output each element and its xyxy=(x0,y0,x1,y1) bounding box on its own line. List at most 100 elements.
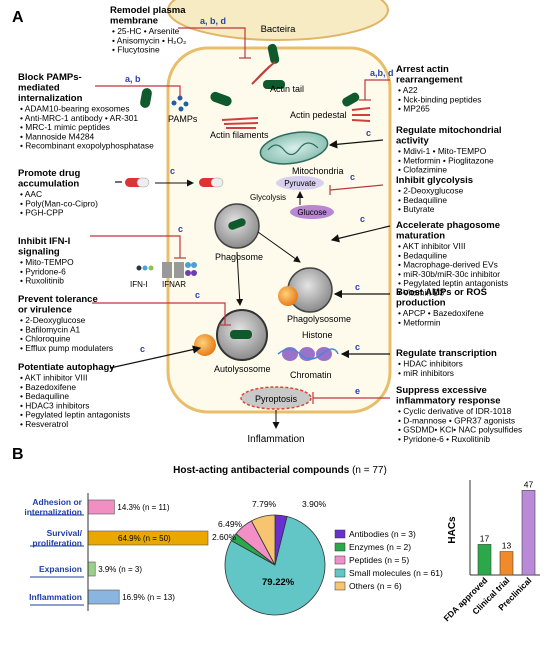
group-phago-item: • Vitamin D3 xyxy=(398,288,444,298)
histone-label: Histone xyxy=(302,330,333,340)
group-autophagy-item: • Bazedoxifene xyxy=(20,382,76,392)
bar-value-label: 47 xyxy=(524,479,534,489)
legend-label: Antibodies (n = 3) xyxy=(349,529,416,539)
ifnar-receptor-icon xyxy=(136,262,197,278)
group-ifn-title-line: signaling xyxy=(18,247,60,258)
group-mito-title-line: activity xyxy=(396,136,429,147)
group-amps-item: • APCP • Bazedoxifene xyxy=(398,308,484,318)
group-remodel-item: • Anisomycin • H₂O₂ xyxy=(112,35,186,45)
drug-capsule-icon xyxy=(125,177,224,188)
phago-code: c xyxy=(360,214,365,224)
group-ifn-item: • Ruxolitinib xyxy=(20,276,64,286)
group-tolerance-title-line: Prevent tolerance xyxy=(18,294,98,305)
pyruvate-shape xyxy=(276,176,324,190)
pie-percent-label: 3.90% xyxy=(302,499,327,509)
pie-percent-label: 2.60% xyxy=(212,532,237,542)
actin-filaments-shape xyxy=(221,117,259,129)
bar-category-label: internalization xyxy=(24,507,82,517)
group-actin-item: • A22 xyxy=(398,85,418,95)
bar xyxy=(87,499,115,515)
group-autophagy-item: • Bedaquiline xyxy=(20,391,69,401)
glyco-code: c xyxy=(350,172,355,182)
group-pamps-item: • ADAM10-bearing exosomes xyxy=(20,104,130,114)
bar-value-label: 3.9% (n = 3) xyxy=(98,565,142,574)
bar-category-label: proliferation xyxy=(32,538,82,548)
phagosome-label: Phagosome xyxy=(215,252,263,262)
group-transcription-item: • miR inhibitors xyxy=(398,368,454,378)
bacterium-icons xyxy=(140,43,360,108)
group-glyco: Inhibit glycolysis• 2-Deoxyglucose• Beda… xyxy=(396,175,473,214)
chromatin-icon xyxy=(277,347,339,361)
drug-code: c xyxy=(170,166,175,176)
remodel-code: a, b, d xyxy=(200,16,226,26)
group-amps-title-line: Boost AMPs or ROS xyxy=(396,287,487,298)
group-inflam-item: • D-mannose • GPR37 agonists xyxy=(398,415,515,425)
group-tolerance-title-line: or virulence xyxy=(18,305,72,316)
group-phago-item: • Pegylated leptin antagonists xyxy=(398,278,508,288)
bar xyxy=(87,561,96,577)
group-phago-title-line: Accelerate phagosome xyxy=(396,220,500,231)
group-amps-item: • Metformin xyxy=(398,317,441,327)
group-drug-title-line: Promote drug xyxy=(18,168,80,179)
bar xyxy=(87,589,120,605)
group-ifn-item: • Pyridone-6 xyxy=(20,266,66,276)
actin-tail-label: Actin tail xyxy=(270,84,304,94)
legend-swatch xyxy=(334,555,346,565)
group-tolerance-item: • 2-Deoxyglucose xyxy=(20,315,86,325)
group-inflam-item: • Songorine • Sulfonylurea xyxy=(398,443,496,445)
chromatin-label: Chromatin xyxy=(290,370,332,380)
group-phago-title-line: maturation xyxy=(396,231,445,242)
group-glyco-item: • Bedaquiline xyxy=(398,195,447,205)
mito-code: c xyxy=(366,128,371,138)
pamp-dots xyxy=(171,95,189,112)
panel-a: A Bacteira PAMPs Actin tail Actin filame… xyxy=(12,0,522,445)
group-phago-item: • miR-30b/miR-30c inhibitor xyxy=(398,269,500,279)
group-pamps-item: • Recombinant exopolyphosphatase xyxy=(20,141,154,151)
group-inflam-title-line: inflammatory response xyxy=(396,396,501,407)
pie-percent-label: 79.22% xyxy=(262,577,295,588)
group-mito-item: • Clofazimine xyxy=(398,165,447,175)
group-drug-item: • PGH-CPP xyxy=(20,208,64,218)
group-amps-title-line: production xyxy=(396,298,446,309)
group-remodel-title-line: membrane xyxy=(110,16,158,27)
ifn-code: c xyxy=(178,224,183,234)
group-tolerance-item: • Chloroquine xyxy=(20,334,71,344)
panel-b-letter: B xyxy=(12,446,24,463)
actin-pedestal-label: Actin pedestal xyxy=(290,110,347,120)
group-phago-item: • AKT inhibitor VIII xyxy=(398,241,465,251)
group-autophagy-item: • Resveratrol xyxy=(20,419,68,429)
group-pamps-item: • Mannoside M4284 xyxy=(20,131,95,141)
group-phago-item: • Bedaquiline xyxy=(398,250,447,260)
bar xyxy=(499,551,514,576)
legend-label: Small molecules (n = 61) xyxy=(349,568,443,578)
group-pamps-item: • Anti-MRC-1 antibody • AR-301 xyxy=(20,113,138,123)
group-transcription-title-line: Regulate transcription xyxy=(396,348,497,359)
actin-code: a,b, d xyxy=(370,68,394,78)
glucose-shape xyxy=(290,205,334,219)
tolerance-code: c xyxy=(195,290,200,300)
group-mito-title-line: Regulate mitochondrial xyxy=(396,125,502,136)
bar-category-label: Adhesion or xyxy=(32,497,82,507)
bacterium-shape xyxy=(167,0,389,41)
connector-lines xyxy=(90,27,391,404)
ifnar-label: IFNAR xyxy=(162,280,186,289)
group-drug-item: • Poly(Man-co-Cipro) xyxy=(20,198,98,208)
group-mito-item: • Metformin • Pioglitazone xyxy=(398,155,494,165)
group-remodel-item: • 25-HC • Arsenite xyxy=(112,26,180,36)
bar-value-label: 64.9% (n = 50) xyxy=(118,534,171,543)
group-remodel-title-line: Remodel plasma xyxy=(110,5,186,16)
glucose-label: Glucose xyxy=(297,208,327,217)
group-phago-item: • Macrophage-derived EVs xyxy=(398,260,498,270)
actin-filaments-label: Actin filaments xyxy=(210,130,269,140)
group-transcription: Regulate transcription• HDAC inhibitors•… xyxy=(396,348,497,378)
